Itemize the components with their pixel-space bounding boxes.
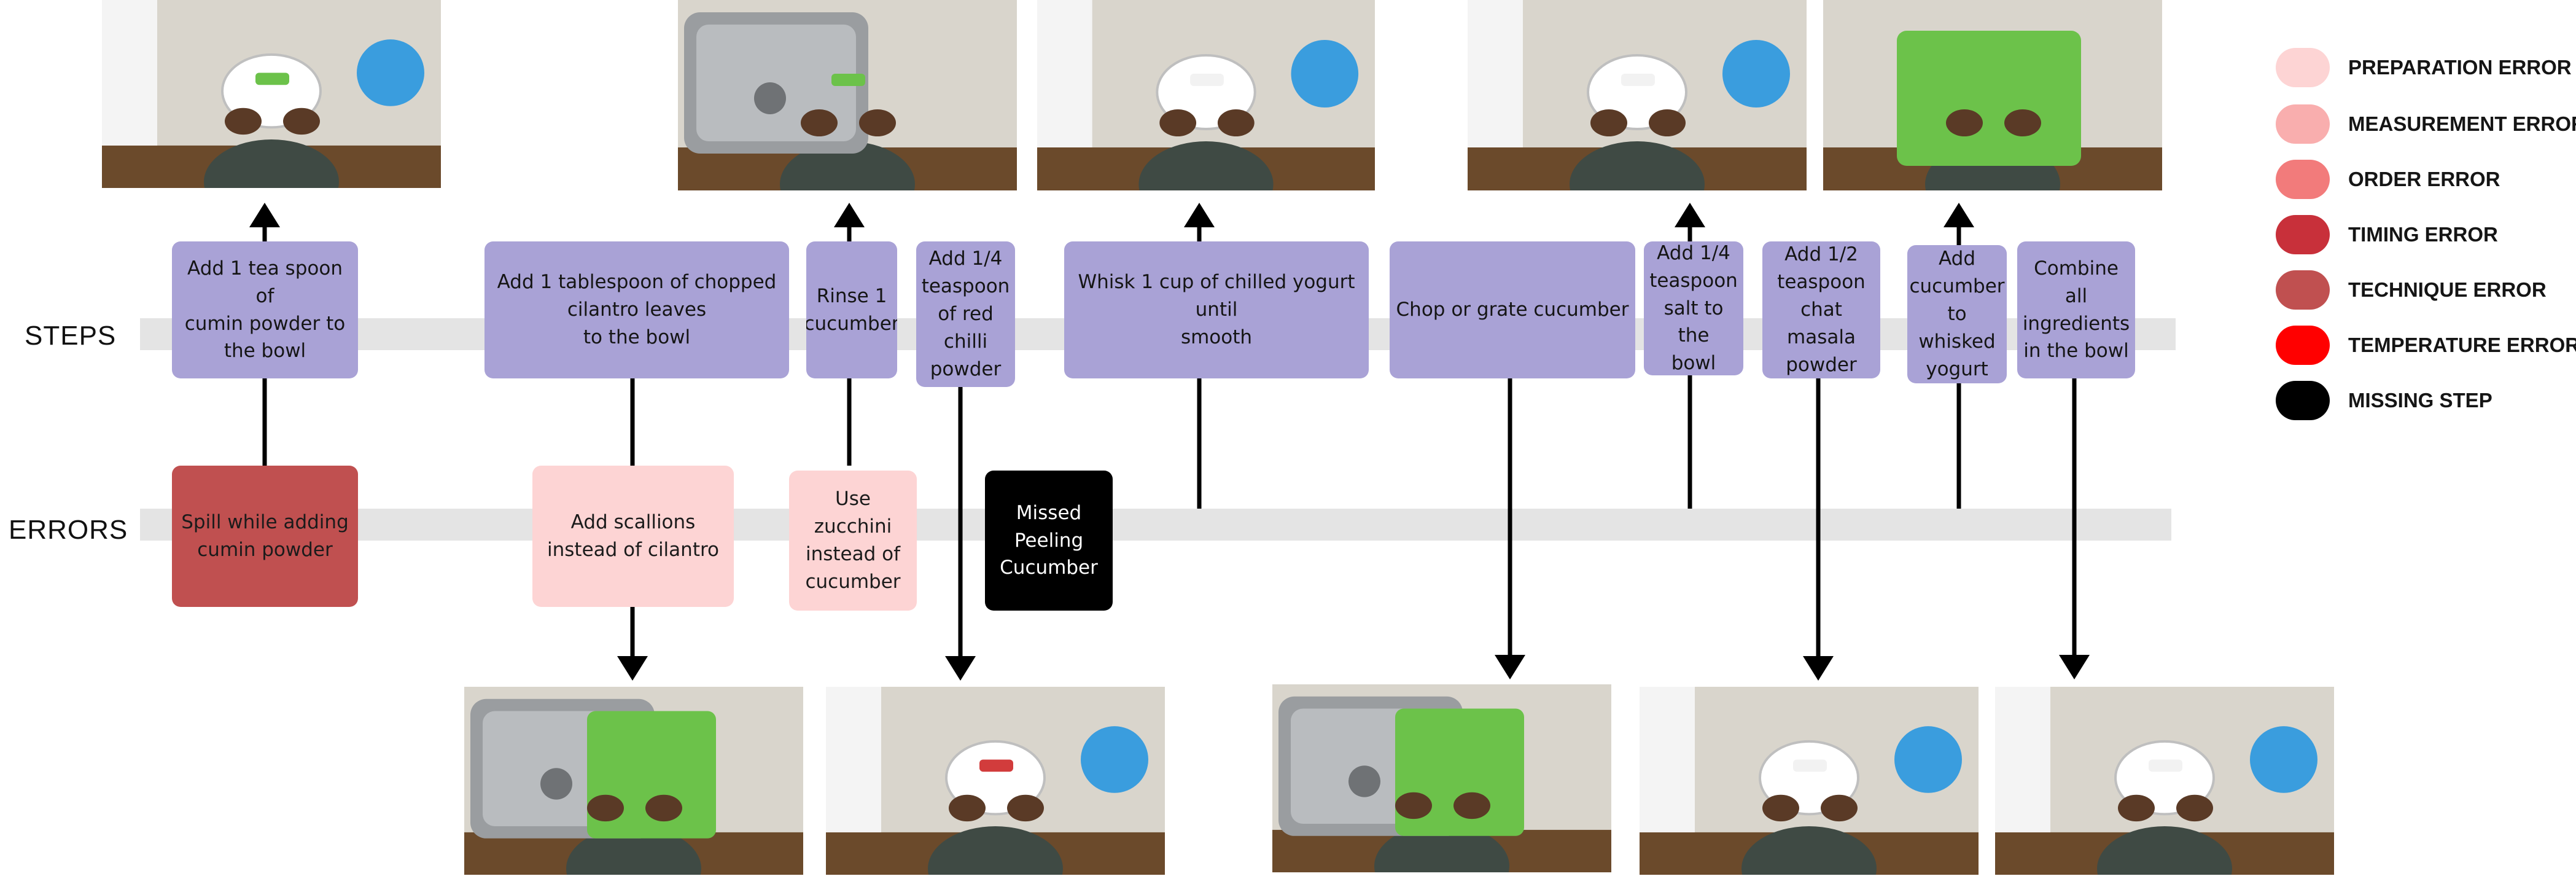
arrow-up-icon xyxy=(834,203,865,227)
step-add-cilantro: Add 1 tablespoon of chopped cilantro lea… xyxy=(484,241,789,378)
error-missed-peeling-cucumber: Missed Peeling Cucumber xyxy=(985,471,1113,611)
step-add-cucumber-to-yogurt: Add cucumber to whisked yogurt xyxy=(1907,245,2007,383)
arrow-up-icon xyxy=(1184,203,1215,227)
error-label: Spill while adding cumin powder xyxy=(181,511,349,561)
legend-order-error: ORDER ERROR xyxy=(2276,160,2500,199)
arrow-down-icon xyxy=(1495,655,1525,679)
video-frame-image xyxy=(1272,684,1611,872)
step-add-chilli: Add 1/4 teaspoon of red chilli powder xyxy=(916,241,1015,387)
step-label: Add 1/4 teaspoon of red chilli powder xyxy=(921,248,1010,380)
step-label: Add 1/2 teaspoon chat masala powder xyxy=(1777,243,1866,376)
arrow-up-icon xyxy=(1944,203,1974,227)
step-label: Add 1 tea spoon of cumin powder to the b… xyxy=(184,257,346,362)
error-zucchini-instead-of-cucumber: Use zucchini instead of cucumber xyxy=(789,471,917,611)
legend-missing-step: MISSING STEP xyxy=(2276,381,2492,420)
arrow-up-icon xyxy=(249,203,280,227)
errors-lane-label: ERRORS xyxy=(9,515,128,545)
arrow-down-icon xyxy=(945,656,976,681)
video-frame-image xyxy=(1823,0,2162,190)
errors-lane xyxy=(140,509,2171,541)
video-frame-image xyxy=(102,0,441,188)
video-frame-image xyxy=(1468,0,1807,190)
step-label: Add 1 tablespoon of chopped cilantro lea… xyxy=(497,271,777,348)
steps-lane-label: STEPS xyxy=(25,321,117,351)
arrow-up-icon xyxy=(1675,203,1705,227)
step-label: Rinse 1 cucumber xyxy=(806,284,897,335)
thumbnail-chop-step xyxy=(1272,684,1611,872)
step-rinse-cucumber: Rinse 1 cucumber xyxy=(806,241,897,378)
legend-swatch xyxy=(2276,326,2330,365)
thumbnail-salt-step xyxy=(1468,0,1807,190)
thumbnail-combine-step xyxy=(1995,687,2334,875)
thumbnail-cumin-step xyxy=(102,0,441,188)
error-label: Use zucchini instead of cucumber xyxy=(805,488,901,593)
legend-swatch xyxy=(2276,104,2330,144)
step-combine-ingredients: Combine all ingredients in the bowl xyxy=(2017,241,2135,378)
video-frame-image xyxy=(1037,0,1375,190)
step-chop-cucumber: Chop or grate cucumber xyxy=(1390,241,1635,378)
thumbnail-add-cucumber-step xyxy=(1823,0,2162,190)
legend-swatch xyxy=(2276,48,2330,87)
step-add-salt: Add 1/4 teaspoon salt to the bowl xyxy=(1644,241,1743,375)
legend-swatch xyxy=(2276,215,2330,254)
legend-technique-error: TECHNIQUE ERROR xyxy=(2276,270,2547,310)
thumbnail-chilli-step xyxy=(826,687,1165,875)
arrow-down-icon xyxy=(617,656,648,681)
error-label: Add scallions instead of cilantro xyxy=(547,511,719,561)
thumbnail-chat-masala-step xyxy=(1640,687,1979,875)
step-add-chat-masala: Add 1/2 teaspoon chat masala powder xyxy=(1762,241,1880,378)
legend-swatch xyxy=(2276,381,2330,420)
arrow-down-icon xyxy=(2059,655,2090,679)
legend-preparation-error: PREPARATION ERROR xyxy=(2276,48,2572,87)
error-spill-cumin: Spill while adding cumin powder xyxy=(172,466,358,607)
step-whisk-yogurt: Whisk 1 cup of chilled yogurt until smoo… xyxy=(1064,241,1369,378)
legend-swatch xyxy=(2276,160,2330,199)
arrow-down-icon xyxy=(1803,656,1834,681)
legend-timing-error: TIMING ERROR xyxy=(2276,215,2498,254)
step-label: Add 1/4 teaspoon salt to the bowl xyxy=(1649,241,1738,375)
video-frame-image xyxy=(464,687,803,875)
video-frame-image xyxy=(1995,687,2334,875)
video-frame-image xyxy=(678,0,1017,190)
step-add-cumin: Add 1 tea spoon of cumin powder to the b… xyxy=(172,241,358,378)
error-scallions-instead-of-cilantro: Add scallions instead of cilantro xyxy=(532,466,734,607)
step-label: Whisk 1 cup of chilled yogurt until smoo… xyxy=(1078,271,1355,348)
step-label: Add cucumber to whisked yogurt xyxy=(1909,248,2005,380)
step-label: Chop or grate cucumber xyxy=(1396,299,1629,321)
thumbnail-rinse-step xyxy=(678,0,1017,190)
thumbnail-scallions-error xyxy=(464,687,803,875)
legend-measurement-error: MEASUREMENT ERROR xyxy=(2276,104,2576,144)
step-label: Combine all ingredients in the bowl xyxy=(2022,257,2130,362)
error-label: Missed Peeling Cucumber xyxy=(1000,501,1098,579)
video-frame-image xyxy=(826,687,1165,875)
legend-swatch xyxy=(2276,270,2330,310)
video-frame-image xyxy=(1640,687,1979,875)
thumbnail-whisk-step xyxy=(1037,0,1375,190)
legend-temperature-error: TEMPERATURE ERROR xyxy=(2276,326,2576,365)
